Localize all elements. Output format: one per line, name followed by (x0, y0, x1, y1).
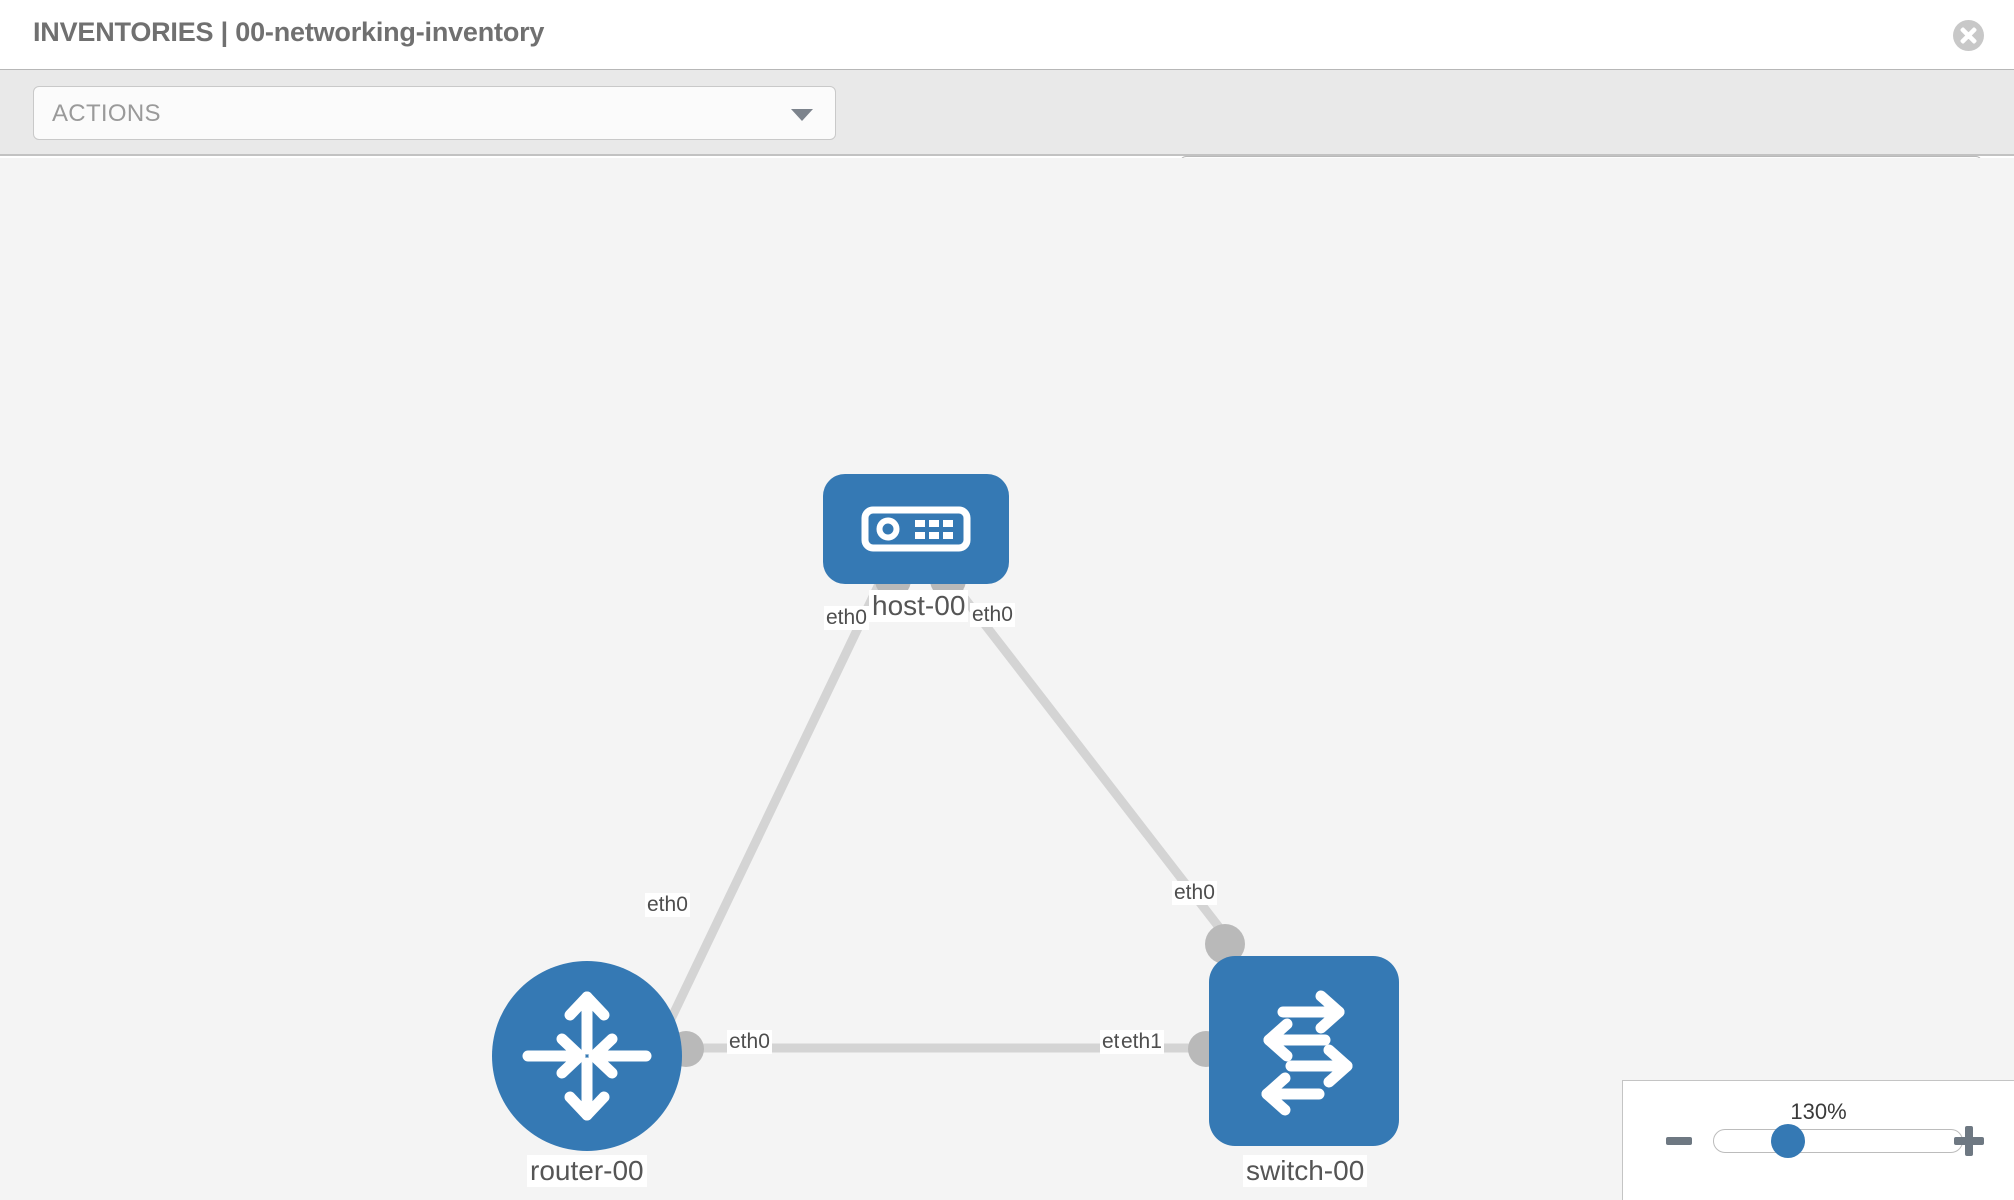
toolbar: ACTIONS (0, 70, 2014, 210)
zoom-percent-label: 130% (1790, 1099, 1847, 1124)
zoom-slider-track[interactable] (1713, 1129, 1963, 1153)
node-host-00[interactable] (823, 474, 1009, 584)
actions-dropdown-label: ACTIONS (52, 100, 161, 127)
switch-icon (1261, 990, 1353, 1116)
server-icon (861, 506, 971, 552)
zoom-control: 130% (1622, 1080, 2014, 1200)
actions-dropdown[interactable]: ACTIONS (33, 86, 836, 140)
node-switch-00[interactable] (1209, 956, 1399, 1146)
link-host-switch (948, 579, 1236, 947)
minus-icon[interactable] (1666, 1137, 1692, 1145)
chevron-down-icon (791, 109, 813, 121)
close-icon[interactable] (1953, 20, 1984, 51)
plus-icon[interactable] (1954, 1126, 1984, 1156)
zoom-slider-thumb[interactable] (1771, 1124, 1805, 1158)
page-header: INVENTORIES | 00-networking-inventory (0, 0, 2014, 70)
topology-canvas[interactable]: host-00 router-00 switch-00 eth0 eth0 et… (0, 158, 2014, 1200)
page-title: INVENTORIES | 00-networking-inventory (33, 17, 545, 47)
router-icon (522, 991, 652, 1121)
node-router-00[interactable] (492, 961, 682, 1151)
topology-links (655, 579, 1236, 1053)
link-host-router (655, 580, 885, 1044)
